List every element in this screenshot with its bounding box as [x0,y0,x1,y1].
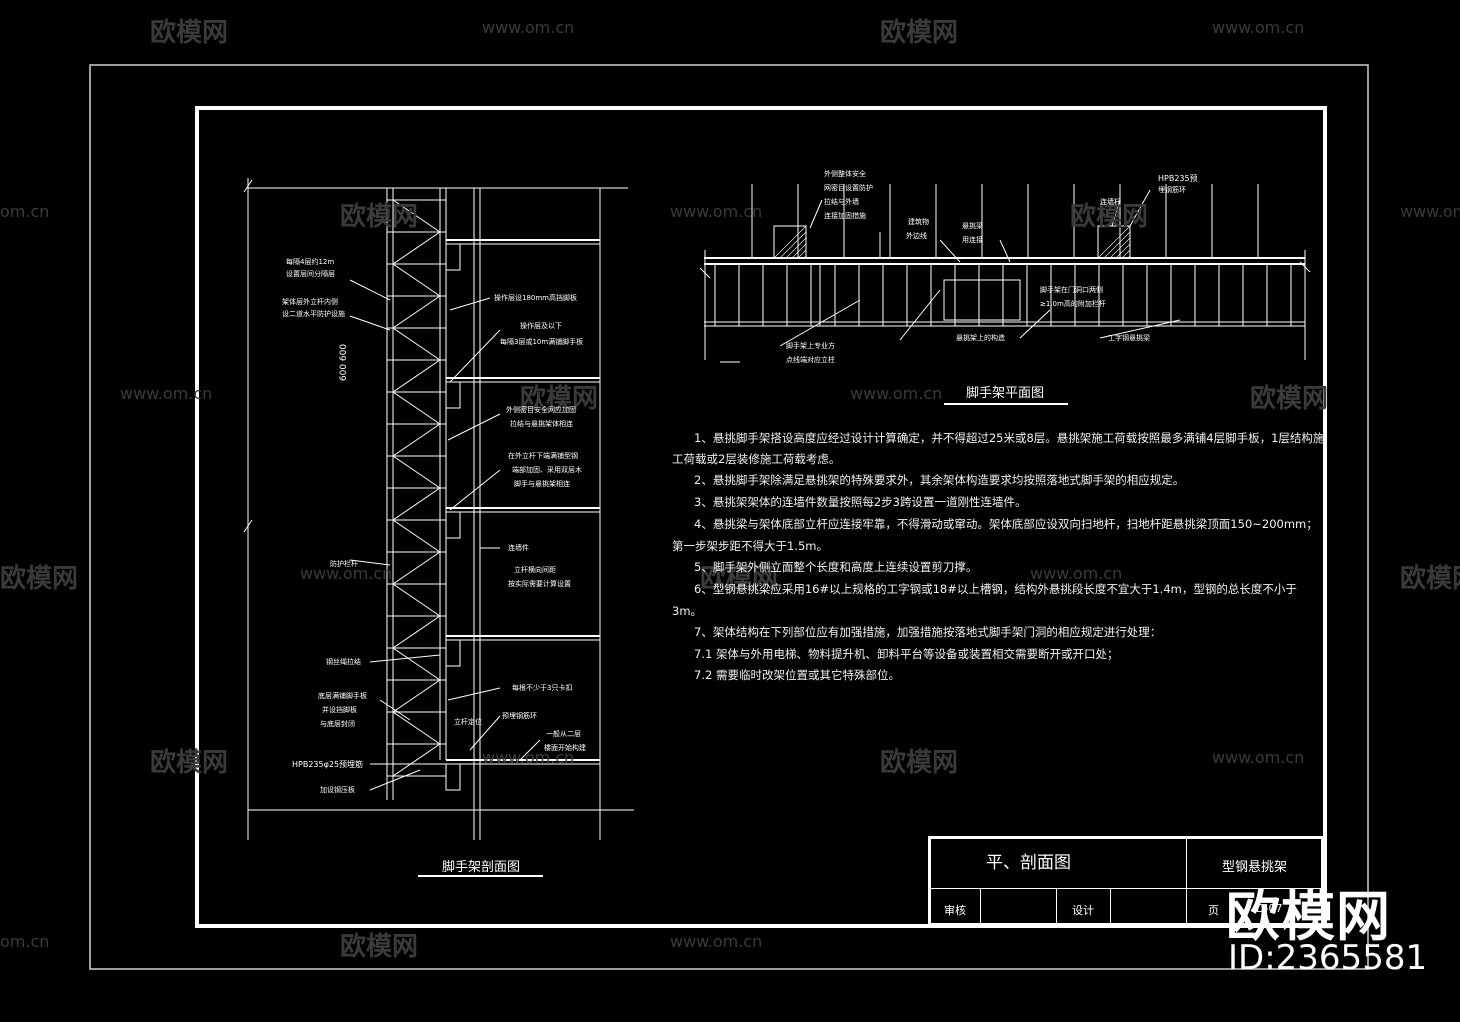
annotation: 钢丝绳拉结 [326,658,361,666]
annotation: 设二道水平防护设施 [282,310,345,318]
annotation: 脚手架在门洞口两侧 [1040,286,1103,294]
watermark-logo: 欧模网 [1226,885,1391,948]
note-line: 2、悬挑脚手架除满足悬挑架的特殊要求外，其余架体构造要求均按照落地式脚手架的相应… [694,473,1185,487]
annotation: 立杆定位 [454,718,482,726]
watermark-brand: 欧模网 [150,748,229,778]
note-line: 第一步架步距不得大于1.5m。 [672,539,828,553]
annotation: 外侧整体安全 [824,170,866,178]
annotation: 连墙件 [508,544,529,552]
annotation: 埋钢筋环 [1158,186,1186,194]
watermark-site: www.om.cn [1030,564,1123,583]
annotation: 一般从二层 [546,730,581,738]
annotation: 连接加固措施 [824,212,866,220]
annotation: 与底层封闭 [320,720,355,728]
design-label: 设计 [1072,904,1094,917]
watermark-site: www.om.cn [482,18,575,37]
drawing-name: 型钢悬挑架 [1222,860,1288,875]
annotation: HPB235φ25预埋筋 [292,760,364,769]
annotation: 拉结与外墙 [824,198,859,206]
watermark-site: www.om.cn [120,384,213,403]
watermark-site: www.om.cn [300,564,393,583]
watermark-site: www.om.cn [482,748,575,767]
watermark-site: om.cn [0,932,50,951]
watermark-site: om.cn [0,202,50,221]
annotation: 端部加固、采用双层木 [512,466,582,474]
watermark-brand: 欧模网 [880,748,959,778]
watermark-brand: 欧模网 [520,384,599,414]
watermark-site: www.om.cn [850,384,943,403]
annotation: 立杆横向间距 [514,566,556,574]
annotation: 脚手与悬挑架相连 [514,480,570,488]
annotation: 建筑物 [908,218,929,226]
watermark-brand: 欧模网 [880,18,959,48]
watermark-site: www.om.cn [670,932,763,951]
note-line: 工荷载或2层装修施工荷载考虑。 [672,452,841,466]
note-line: 7、架体结构在下列部位应有加强措施，加强措施按落地式脚手架门洞的相应规定进行处理… [694,625,1162,639]
annotation: 用连接 [962,236,983,244]
section-view-title: 脚手架剖面图 [442,860,521,875]
watermark-site: www.om.cn [1212,748,1305,767]
watermark-site: www.om.cn [1400,202,1460,221]
note-line: 3m。 [672,604,703,618]
annotation: ≥1.0m高的附加栏杆 [1040,300,1106,308]
annotation: 外边线 [906,232,927,240]
annotation: 在外立杆下端满铺型钢 [508,452,578,460]
annotation: 点线端对应立柱 [786,356,835,364]
review-label: 审核 [944,904,966,917]
note-line: 7.2 需要临时改架位置或其它特殊部位。 [694,668,900,682]
plan-view-title: 脚手架平面图 [966,386,1045,401]
watermark-brand: 欧模网 [1250,384,1329,414]
annotation: 设置层间分隔层 [286,270,335,278]
annotation: 加设钢压板 [320,786,355,794]
annotation: 每隔4层约12m [286,258,335,266]
note-line: 6、型钢悬挑梁应采用16#以上规格的工字钢或18#以上槽钢，结构外悬挑段长度不宜… [694,582,1297,596]
annotation: 工字钢悬挑梁 [1108,334,1150,342]
annotation: 连墙杆 [1100,198,1121,206]
annotation: 操作层及以下 [520,322,562,330]
watermark-brand: 欧模网 [1070,202,1149,232]
watermark-brand: 欧模网 [700,564,779,594]
note-line: 4、悬挑梁与架体底部立杆应连接牢靠，不得滑动或窜动。架体底部应设双向扫地杆，扫地… [694,517,1318,531]
dimension-label: 600 600 [339,343,350,382]
annotation: 并设挡脚板 [322,706,357,714]
drawing-title: 平、剖面图 [986,853,1071,873]
annotation: 楼面开始构建 [544,744,586,752]
note-line: 5、脚手架外侧立面整个长度和高度上连续设置剪刀撑。 [694,560,978,574]
annotation: 脚手架上专业方 [786,342,835,350]
watermark-brand: 欧模网 [340,202,419,232]
annotation: 按实际需要计算设置 [508,580,571,588]
note-line: 1、悬挑脚手架搭设高度应经过设计计算确定，并不得超过25米或8层。悬挑架施工荷载… [694,431,1325,445]
watermark-site: www.om.cn [670,202,763,221]
annotation: 每根不少于3只卡扣 [512,684,573,692]
watermark-brand: 欧模网 [0,564,79,594]
page-value: D-07 [1256,902,1283,915]
note-line: 3、悬挑架架体的连墙件数量按照每2步3跨设置一道刚性连墙件。 [694,495,1027,509]
annotation: 悬挑梁 [962,222,983,230]
watermark-brand: 欧模网 [150,18,229,48]
annotation: 操作层设180mm高挡脚板 [494,294,577,302]
note-line: 7.1 架体与外用电梯、物料提升机、卸料平台等设备或装置相交需要断开或开口处； [694,647,1119,661]
watermark-site: www.om.cn [1212,18,1305,37]
annotation: 底层满铺脚手板 [318,692,367,700]
page-label: 页 [1208,904,1219,917]
annotation: HPB235预 [1158,174,1198,183]
annotation: 拉结与悬挑架体相连 [510,420,573,428]
annotation: 架体层外立杆内侧 [282,298,338,306]
annotation: 外侧密目安全网应加固 [506,406,576,414]
watermark-brand: 欧模网 [1400,564,1460,594]
annotation: 每隔3层或10m满铺脚手板 [500,338,584,346]
watermark-brand: 欧模网 [340,932,419,962]
watermark-id: ID:2365581 [1228,938,1428,978]
annotation: 悬挑架上的构造 [956,334,1005,342]
annotation: 预埋钢筋环 [502,712,537,720]
annotation: 防护栏杆 [330,560,358,568]
annotation: 网密目设置防护 [824,184,873,192]
